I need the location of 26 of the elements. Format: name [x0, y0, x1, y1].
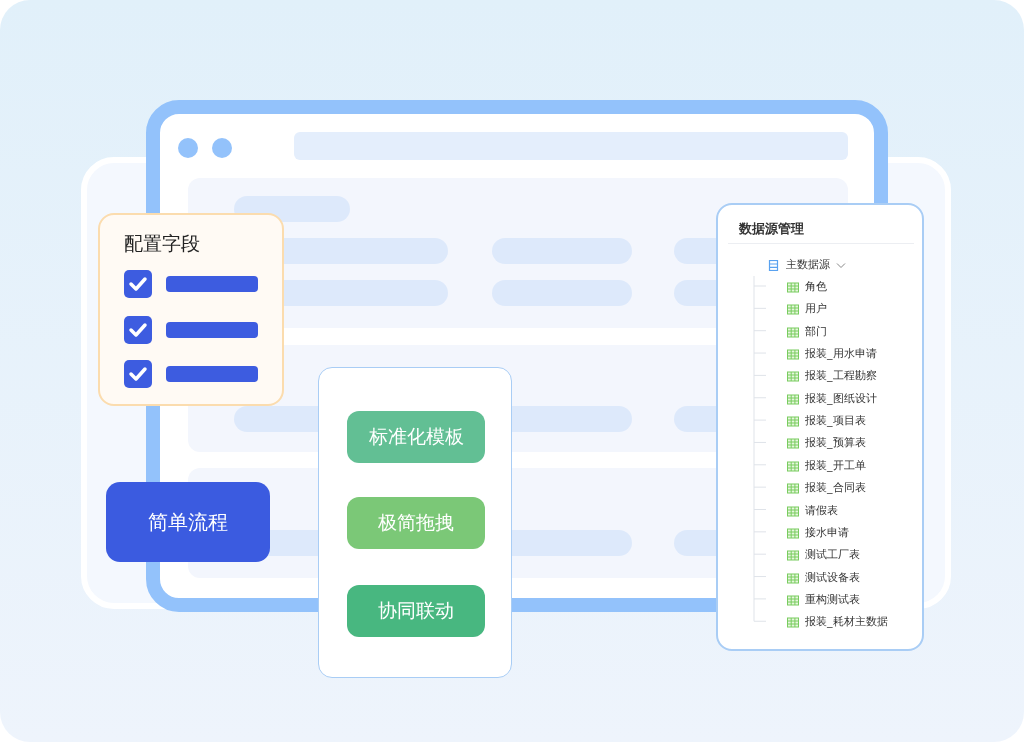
tree-item-label: 重构测试表	[805, 592, 860, 607]
tree-item-label: 测试工厂表	[805, 548, 860, 563]
tree-item-label: 报装_耗材主数据	[805, 615, 888, 630]
process-button: 简单流程	[106, 482, 270, 562]
tree-item-label: 报装_项目表	[805, 414, 866, 429]
tree-item-label: 请假表	[805, 503, 838, 518]
tree-item-label: 报装_用水申请	[805, 347, 877, 362]
tree-item-label: 测试设备表	[805, 570, 860, 585]
feature-button: 标准化模板	[347, 411, 485, 463]
tree-root-label: 主数据源	[786, 258, 830, 272]
tree-item-label: 接水申请	[805, 525, 849, 540]
card-title: 配置字段	[124, 231, 200, 256]
tree-item-label: 报装_工程勘察	[805, 369, 877, 384]
feature-button: 极简拖拽	[347, 497, 485, 549]
tree-item-label: 报装_开工单	[805, 458, 866, 473]
feature-button: 协同联动	[347, 585, 485, 637]
data-source-panel	[716, 203, 924, 651]
tree-item-label: 部门	[805, 324, 827, 339]
tree-item-label: 报装_合同表	[805, 481, 866, 496]
field-config-card	[98, 213, 284, 406]
tree-item-label: 用户	[805, 302, 827, 317]
feature-card	[318, 367, 512, 678]
tree-item-label: 报装_预算表	[805, 436, 866, 451]
tree-item-label: 报装_图纸设计	[805, 391, 877, 406]
tree-item-label: 角色	[805, 280, 827, 294]
panel-title: 数据源管理	[739, 220, 804, 238]
